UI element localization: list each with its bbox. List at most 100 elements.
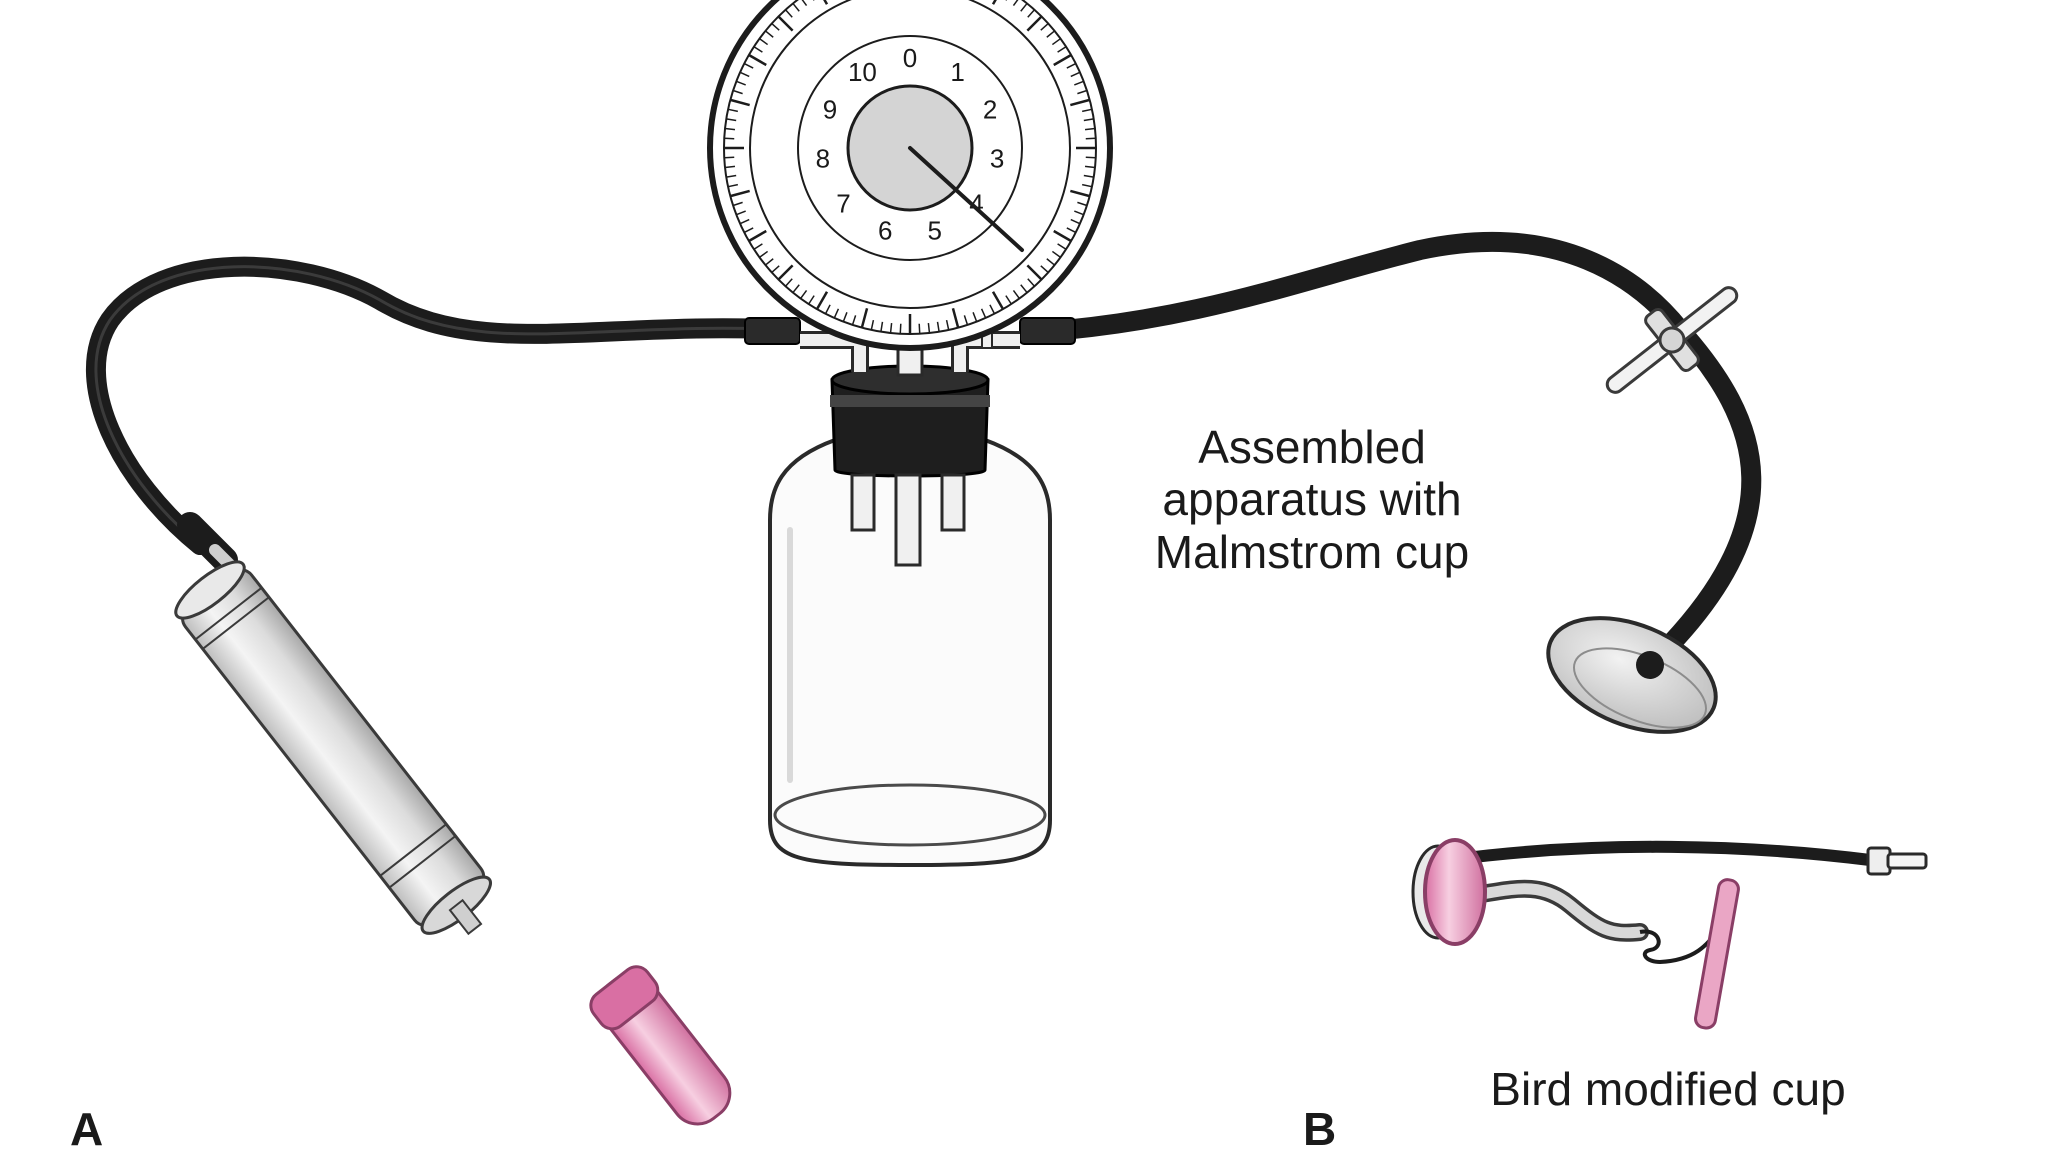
gauge-tick [727, 108, 739, 113]
gauge-tick [927, 322, 931, 334]
gauge-tick [1046, 258, 1056, 266]
collection-bottle [768, 294, 1052, 868]
gauge-tick [972, 312, 978, 322]
gauge-tick [748, 53, 767, 67]
gauge-tick [1074, 80, 1084, 86]
gauge-tick [1066, 62, 1077, 69]
gauge-tick [759, 250, 769, 258]
gauge-tick [991, 291, 1005, 310]
gauge-tick [1012, 289, 1020, 299]
gauge-tick [1083, 174, 1094, 178]
hand-pump [174, 560, 732, 1126]
gauge-tick [784, 9, 793, 18]
gauge-tick [784, 278, 793, 287]
gauge-number: 0 [903, 43, 917, 73]
gauge-tick [1040, 22, 1049, 31]
gauge-tick [800, 289, 808, 299]
assembled-label-line1: Assembled [1198, 421, 1426, 473]
gauge-tick [764, 30, 774, 38]
gauge-tick [724, 127, 736, 131]
gauge-tick [736, 80, 746, 86]
gauge-tick [815, 291, 829, 310]
right-vacuum-tube [1030, 232, 1762, 675]
left-vacuum-tube [85, 256, 800, 555]
gauge-tick [724, 137, 735, 140]
gauge-tick [963, 315, 969, 326]
gauge-number: 8 [816, 143, 830, 173]
gauge-tick [792, 2, 800, 12]
gauge-tick [748, 229, 767, 243]
gauge-tick [777, 264, 794, 281]
gauge-tick [1027, 9, 1036, 18]
panel-label-a: A [70, 1103, 103, 1152]
gauge-tick [918, 323, 921, 334]
gauge-tick [1066, 227, 1077, 234]
gauge-tick [1084, 165, 1096, 169]
gauge-number: 7 [836, 189, 850, 219]
gauge-tick [1070, 189, 1090, 198]
gauge-tick [936, 321, 940, 332]
pump-handle [589, 965, 732, 1126]
gauge-tick [823, 0, 829, 5]
gauge-tick [880, 321, 884, 332]
gauge-tick [724, 165, 736, 169]
gauge-tick [732, 201, 743, 207]
gauge-tick [771, 265, 780, 274]
gauge-tick [851, 315, 857, 326]
gauge-tick [1083, 118, 1094, 122]
assembled-label-line2: apparatus with [1162, 473, 1461, 525]
gauge-tick [1070, 98, 1090, 107]
gauge-tick [1051, 250, 1061, 258]
gauge-tick [1070, 218, 1081, 225]
tube-valve [1605, 286, 1739, 394]
gauge-tick [1057, 243, 1067, 250]
gauge-tick [1057, 46, 1067, 53]
gauge-tick [870, 319, 875, 331]
gauge-tick [808, 295, 815, 305]
gauge-tick [759, 38, 769, 46]
gauge-tick [842, 312, 848, 322]
gauge-tick [889, 322, 893, 334]
left-tube-coupler [744, 317, 801, 345]
pump-tube-connector [177, 512, 238, 573]
gauge-number: 2 [983, 94, 997, 124]
gauge-tick [1074, 210, 1084, 216]
bird-modified-cup [1411, 838, 1928, 1030]
gauge-tick [1070, 71, 1081, 78]
gauge-tick [792, 284, 800, 294]
assembled-label-line3: Malmstrom cup [1155, 526, 1469, 578]
gauge-tick [1053, 53, 1072, 67]
gauge-tick [739, 218, 750, 225]
malmstrom-cup [1546, 616, 1718, 734]
gauge-tick [1084, 127, 1096, 131]
gauge-tick [736, 210, 746, 216]
gauge-tick [726, 174, 737, 178]
gauge-tick [1012, 0, 1019, 7]
gauge-number: 3 [990, 143, 1004, 173]
gauge-tick [753, 243, 763, 250]
gauge-tick [724, 156, 735, 159]
gauge-tick [1081, 108, 1093, 113]
gauge-tick [777, 15, 794, 32]
gauge-tick [1085, 137, 1096, 140]
gauge-tick [1081, 183, 1093, 188]
gauge-tick [730, 189, 750, 198]
gauge-tick [951, 308, 960, 328]
gauge-tick [945, 319, 950, 331]
gauge-tick [1027, 278, 1036, 287]
gauge-tick [1053, 229, 1072, 243]
gauge-tick [980, 308, 987, 319]
gauge-tick [1026, 264, 1043, 281]
gauge-tick [753, 46, 763, 53]
gauge-tick [726, 118, 737, 122]
gauge-tick [771, 22, 780, 31]
gauge-number: 9 [823, 94, 837, 124]
gauge-tick [1040, 265, 1049, 274]
gauge-tick [764, 258, 774, 266]
gauge-tick [730, 98, 750, 107]
gauge-number: 10 [848, 57, 877, 87]
gauge-tick [727, 183, 739, 188]
gauge-number: 6 [878, 215, 892, 245]
gauge-tick [801, 0, 808, 7]
